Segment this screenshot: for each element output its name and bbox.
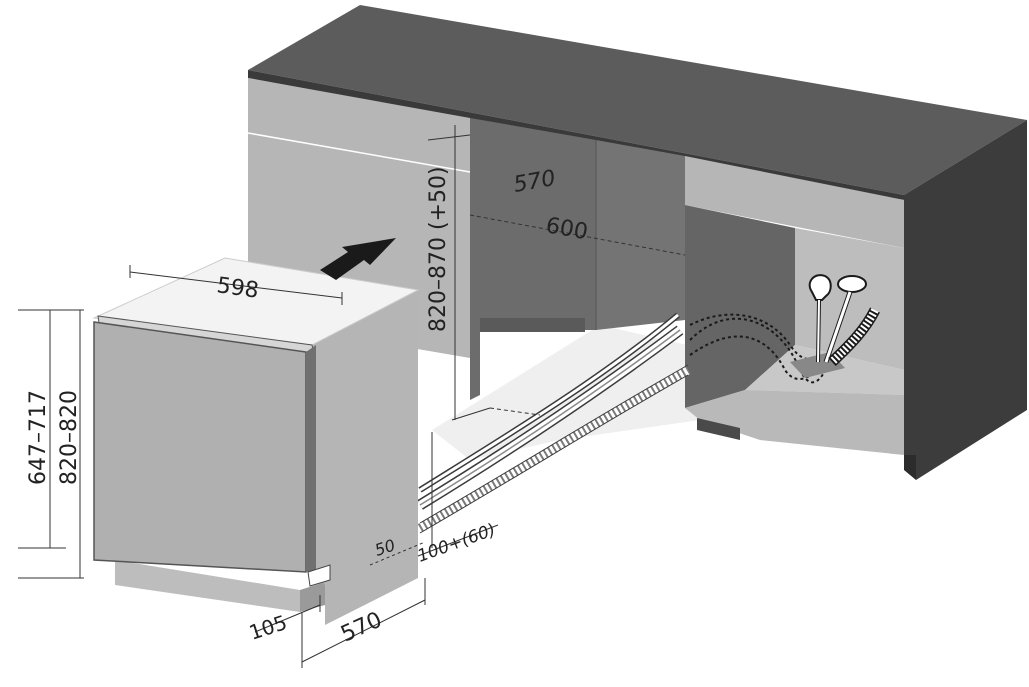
insert-direction-arrow-icon	[320, 238, 396, 280]
right-cabinet-top-strip	[685, 156, 904, 248]
plinth	[115, 560, 300, 612]
niche-plinth-left	[480, 318, 585, 332]
counter-top	[248, 5, 1027, 195]
cabinet-leg-right	[904, 455, 916, 480]
cabinet-leg-front-left	[697, 418, 740, 440]
niche-back-wall-right	[596, 140, 685, 330]
label-plinth-height: 105	[246, 610, 290, 645]
label-unit-height: 820–820	[57, 390, 82, 485]
dimension-lines	[18, 125, 686, 668]
hidden-route-1	[689, 317, 831, 384]
plinth-side	[300, 582, 325, 612]
dishwasher-door	[93, 321, 307, 573]
dishwasher	[92, 257, 420, 625]
right-cabinet-inner-left	[685, 205, 795, 408]
dishwasher-side	[312, 290, 418, 625]
water-tap-icon	[837, 275, 867, 293]
niche-back-wall-left	[470, 118, 596, 400]
label-door-height: 647–717	[26, 390, 51, 485]
label-dishwasher-width: 598	[215, 273, 260, 304]
left-cabinet-drawer-line	[247, 132, 471, 173]
door-edge	[306, 345, 316, 572]
wall-connections	[790, 274, 880, 378]
door-notch	[307, 564, 331, 587]
power-plug-icon	[808, 274, 832, 301]
label-niche-height: 820–870 (+50)	[426, 166, 451, 332]
right-cabinet-lower-front	[685, 390, 904, 455]
hoses	[417, 312, 831, 534]
right-cabinet-side	[904, 120, 1027, 480]
